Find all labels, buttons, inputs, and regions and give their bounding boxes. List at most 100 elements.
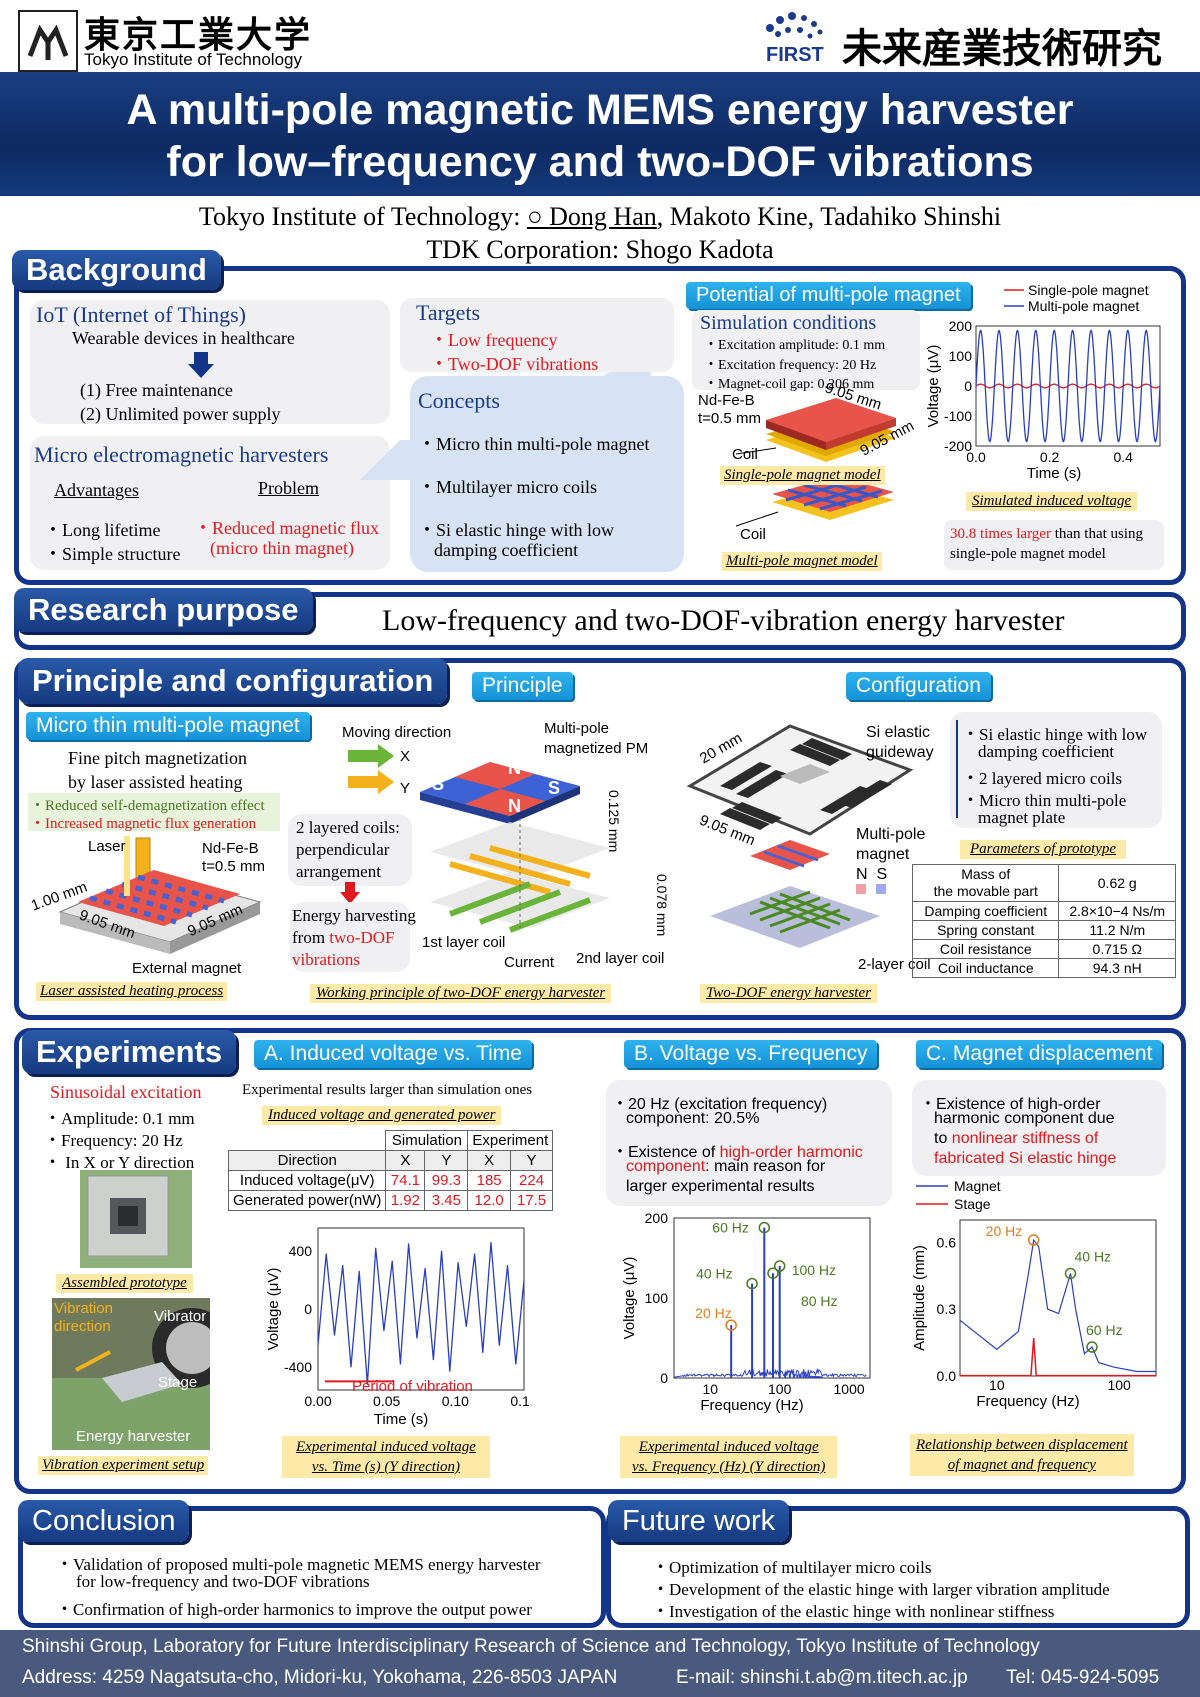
- advantage-1: ・Long lifetime: [44, 516, 160, 542]
- moving-direction-label: Moving direction: [342, 724, 451, 741]
- disp-caption-1: Relationship between displacement: [916, 1435, 1128, 1455]
- eh-note-2-red: two-DOF: [329, 928, 394, 947]
- y-tick-label: 0: [304, 1301, 312, 1317]
- laser-caption: Laser assisted heating process: [36, 982, 227, 1001]
- x-tick-label: 100: [1107, 1377, 1131, 1393]
- x-tick-label: 0.00: [304, 1393, 331, 1409]
- table-header-direction: Direction: [229, 1151, 386, 1171]
- c-item-3: to nonlinear stiffness of: [934, 1130, 1098, 1148]
- multi-model-caption: Multi-pole magnet model: [722, 552, 882, 571]
- tokyotech-emblem-icon: [18, 10, 78, 72]
- peak-label: 100 Hz: [792, 1262, 836, 1278]
- table-col: X: [468, 1151, 510, 1171]
- eh-note-2-prefix: from: [292, 928, 329, 947]
- concept-3: ・Si elastic hinge with low: [418, 516, 614, 542]
- table-col: Y: [425, 1151, 468, 1171]
- table-cell: 1.92: [386, 1191, 425, 1211]
- footer: Shinshi Group, Laboratory for Future Int…: [0, 1630, 1200, 1697]
- tag-a: A. Induced voltage vs. Time: [254, 1040, 532, 1068]
- si-label-1: Si elastic: [866, 724, 930, 742]
- table-cell: 17.5: [510, 1191, 552, 1211]
- working-caption: Working principle of two-DOF energy harv…: [310, 984, 611, 1003]
- params-row: Coil resistance0.715 Ω: [913, 940, 1176, 959]
- x-tick-label: 0.2: [1040, 449, 1060, 465]
- first-logo: FIRST 未来産業技術研究所: [758, 8, 1188, 70]
- principle-heading: Principle and configuration: [18, 658, 447, 704]
- plot-area: [318, 1228, 524, 1390]
- params-row: Damping coefficient2.8×10−4 Ns/m: [913, 902, 1176, 921]
- param-value: 94.3 nH: [1059, 959, 1176, 978]
- concept-1: ・Micro thin multi-pole magnet: [418, 430, 649, 456]
- stage-label: Stage: [158, 1374, 197, 1391]
- x-tick-label: 1000: [834, 1381, 865, 1397]
- laser-ndfeb-label: Nd-Fe-B: [202, 840, 259, 857]
- footer-email: E-mail: shinshi.t.ab@m.titech.ac.jp: [676, 1667, 968, 1689]
- conclusion-item-2: ・Confirmation of high-order harmonics to…: [56, 1595, 532, 1620]
- conclusion-item-1b: for low-frequency and two-DOF vibrations: [76, 1572, 370, 1592]
- setup-caption: Vibration experiment setup: [38, 1456, 208, 1475]
- iot-item-2: (2) Unlimited power supply: [80, 404, 280, 425]
- params-caption: Parameters of prototype: [960, 840, 1126, 859]
- result-line-1: 30.8 times larger than that using: [950, 526, 1143, 543]
- table-row: DirectionXYXY: [229, 1151, 553, 1171]
- external-magnet-label: External magnet: [132, 960, 241, 977]
- table-row-label: Generated power(nW): [229, 1191, 386, 1211]
- sim-voltage-chart: Single-pole magnetMulti-pole magnet20010…: [922, 278, 1172, 488]
- table-cell: 185: [468, 1171, 510, 1191]
- single-coil-label: Coil: [732, 446, 758, 463]
- freq-caption-1: Experimental induced voltage: [632, 1437, 825, 1457]
- laser-thickness-label: t=0.5 mm: [202, 858, 265, 875]
- assembled-caption: Assembled prototype: [56, 1274, 193, 1293]
- coils-note-3: arrangement: [296, 862, 381, 882]
- peak-label: 60 Hz: [1086, 1322, 1123, 1338]
- table-row: Generated power(nW)1.923.4512.017.5: [229, 1191, 553, 1211]
- y-tick-label: 0: [660, 1370, 668, 1386]
- model-ndfeb-label: Nd-Fe-B: [698, 392, 755, 409]
- x-axis-label: Time (s): [374, 1411, 428, 1428]
- eh-note-2: from two-DOF: [292, 928, 394, 948]
- result-rest: than that using: [1051, 526, 1143, 542]
- advantage-2: ・Simple structure: [44, 540, 180, 566]
- peak-label: 20 Hz: [695, 1305, 732, 1321]
- laser-label: Laser: [88, 838, 126, 855]
- table-cell: 74.1: [386, 1171, 425, 1191]
- concept-2: ・Multilayer micro coils: [418, 473, 597, 499]
- table-col: X: [386, 1151, 425, 1171]
- sim-voltage-caption: Simulated induced voltage: [966, 492, 1137, 511]
- target-2: ・Two-DOF vibrations: [430, 350, 598, 376]
- problem-2: (micro thin magnet): [210, 538, 354, 559]
- y-tick-label: 0.0: [937, 1368, 957, 1384]
- problem-label: Problem: [258, 478, 319, 499]
- authors-line-1: Tokyo Institute of Technology: ○ Dong Ha…: [0, 202, 1200, 232]
- table-cell: 99.3: [425, 1171, 468, 1191]
- params-row: Coil inductance94.3 nH: [913, 959, 1176, 978]
- targets-title: Targets: [416, 300, 480, 326]
- y-tick-label: 0: [964, 378, 972, 394]
- title-line-2: for low–frequency and two-DOF vibrations: [0, 136, 1200, 188]
- plot-area: [960, 1220, 1156, 1376]
- conclusion-heading: Conclusion: [18, 1500, 189, 1542]
- purpose-text: Low-frequency and two-DOF-vibration ener…: [382, 604, 1065, 638]
- purpose-heading: Research purpose: [14, 588, 313, 632]
- working-principle-figure: [410, 752, 660, 952]
- params-row: Spring constant11.2 N/m: [913, 921, 1176, 940]
- micro-title: Micro electromagnetic harvesters: [34, 442, 328, 468]
- peak-label: 40 Hz: [696, 1266, 733, 1282]
- c-item-3-red: nonlinear stiffness of: [952, 1130, 1098, 1147]
- result-line-2: single-pole magnet model: [950, 546, 1106, 563]
- iot-subtitle: Wearable devices in healthcare: [72, 328, 295, 349]
- footer-tel: Tel: 045-924-5095: [1006, 1667, 1159, 1689]
- legend-label: Multi-pole magnet: [1028, 298, 1139, 314]
- future-item-3: ・Investigation of the elastic hinge with…: [652, 1597, 1054, 1622]
- assembled-prototype-photo: [80, 1170, 192, 1268]
- energy-harvester-label: Energy harvester: [76, 1428, 190, 1445]
- freq-caption: Experimental induced voltagevs. Frequenc…: [620, 1436, 837, 1478]
- param-name: Coil inductance: [913, 959, 1059, 978]
- freq-caption-2: vs. Frequency (Hz) (Y direction): [632, 1457, 825, 1477]
- params-row: Mass of the movable part0.62 g: [913, 865, 1176, 902]
- disp-caption-2: of magnet and frequency: [916, 1455, 1128, 1475]
- co-authors: , Makoto Kine, Tadahiko Shinshi: [657, 202, 1001, 231]
- legend-label: Magnet: [954, 1178, 1001, 1194]
- coils-note-1: 2 layered coils:: [296, 818, 400, 838]
- time-caption-1: Experimental induced voltage: [296, 1437, 476, 1457]
